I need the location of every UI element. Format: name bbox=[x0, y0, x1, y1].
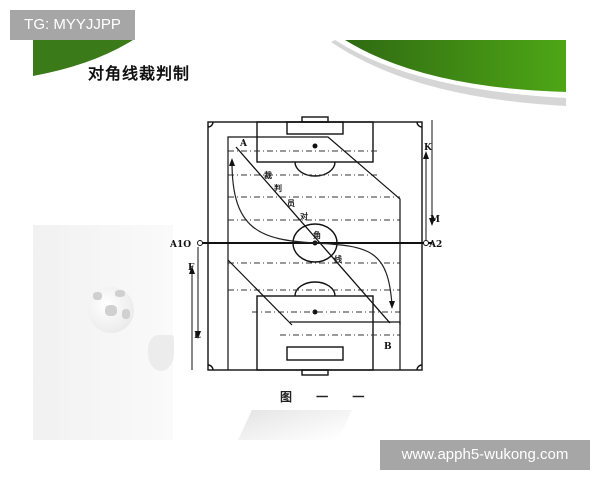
diagonal-char-3: 员 bbox=[287, 199, 295, 208]
green-header-swoosh bbox=[33, 40, 566, 106]
figure-caption: 图 一 一 bbox=[280, 390, 375, 404]
diagonal-char-1: 裁 bbox=[264, 170, 272, 180]
label-a2: A2 bbox=[428, 240, 442, 250]
diagonal-char-6: 线 bbox=[334, 254, 342, 264]
label-e: E bbox=[194, 331, 201, 341]
watermark-top-left: TG: MYYJJPP bbox=[10, 10, 135, 40]
diagonal-char-2: 判 bbox=[274, 183, 282, 193]
soccer-ball-icon bbox=[88, 287, 134, 333]
label-f: F bbox=[188, 263, 195, 273]
hand-decoration bbox=[148, 335, 174, 371]
shadow-decoration bbox=[238, 410, 352, 440]
label-k: K bbox=[424, 143, 433, 153]
pitch-diagram: A B A1O A2 K M F E 裁 判 员 对 角 线 bbox=[170, 116, 442, 376]
diagonal-char-5: 角 bbox=[313, 230, 321, 240]
label-point-a: A bbox=[239, 139, 248, 149]
label-a1: A1O bbox=[170, 240, 191, 250]
label-m: M bbox=[430, 215, 440, 225]
faded-background-image bbox=[33, 225, 173, 440]
diagonal-char-4: 对 bbox=[300, 211, 308, 221]
watermark-url: www.apph5-wukong.com bbox=[380, 440, 590, 470]
slide-title: 对角线裁判制 bbox=[88, 64, 191, 83]
label-point-b: B bbox=[384, 342, 392, 352]
